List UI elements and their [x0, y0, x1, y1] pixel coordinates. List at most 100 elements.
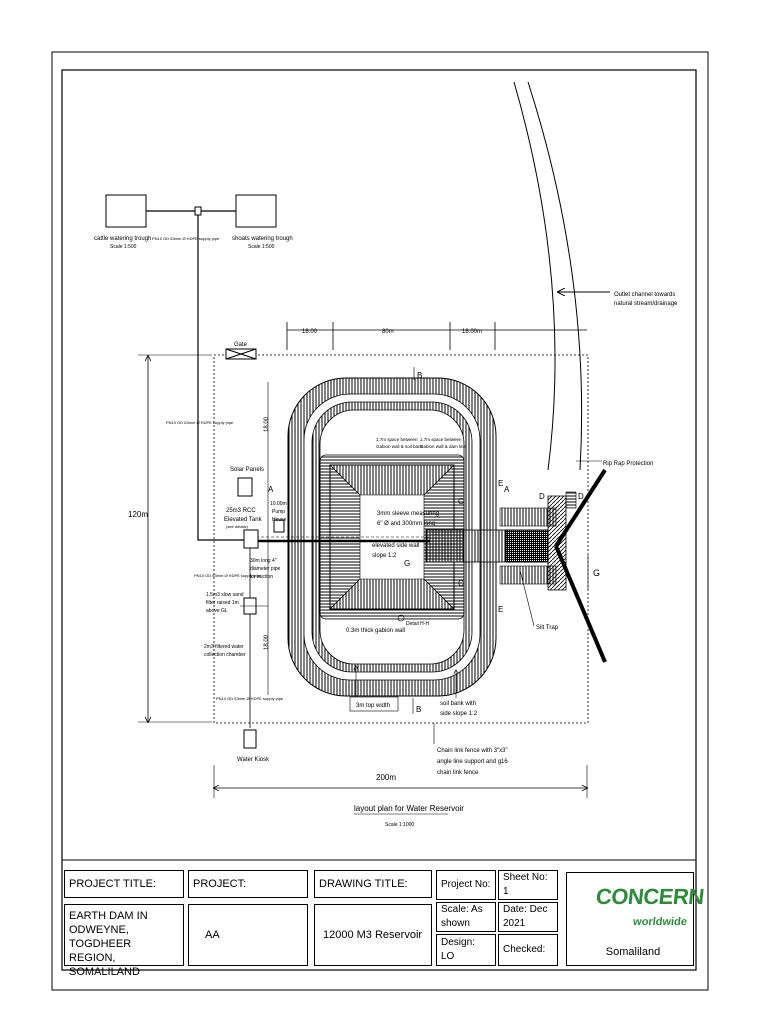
- water-kiosk: [243, 729, 257, 749]
- project-title-line-2: TOGDHEER REGION,: [69, 938, 132, 964]
- section-b-bottom: B: [416, 705, 421, 714]
- dim-18-right: 18.00m: [462, 329, 482, 335]
- dim-18-vert-bottom: 18.00: [264, 634, 270, 650]
- elevated-note-2: slope 1:2: [372, 553, 397, 559]
- project-label: PROJECT:: [188, 870, 308, 898]
- section-b-top: B: [417, 371, 422, 380]
- concern-logo: CONCERN: [594, 884, 706, 909]
- chamber-note-1: 2m3 filtered water: [204, 644, 244, 650]
- supply-pipe: [197, 215, 248, 541]
- chamber-note-2: collection chamber: [204, 652, 246, 658]
- concern-logo-sub: worldwide: [632, 916, 688, 928]
- drawing-title-value: 12000 M3 Reservoir: [314, 904, 432, 966]
- section-a-left: A: [268, 485, 274, 494]
- shoats-trough-label: shoats watering trough: [232, 236, 293, 242]
- section-c-top: C: [458, 497, 464, 506]
- section-e-bottom: E: [498, 605, 503, 614]
- sleeve-note-2: 6" Ø and 300mm long: [377, 521, 435, 527]
- solar-panels: [237, 477, 253, 497]
- pipe-4in-1: 30m long 4": [250, 558, 277, 564]
- fence-note-3: chain link fence: [437, 770, 479, 776]
- top-width-label: 3m top width: [356, 703, 390, 709]
- project-title-label: PROJECT TITLE:: [64, 870, 184, 898]
- project-no: Project No:: [436, 870, 496, 900]
- date: Date: Dec 2021: [498, 902, 558, 932]
- gabion-wall-label: 0.3m thick gabion wall: [346, 628, 405, 634]
- valve-box: [194, 206, 202, 216]
- shoats-trough-scale: Scale 1:500: [248, 244, 275, 250]
- riprap-label: Rip Rap Protection: [603, 461, 653, 467]
- layout-scale: Scale 1:1000: [385, 822, 414, 828]
- wing-wall-bottom: [554, 545, 607, 663]
- fence-note-2: angle line support and g16: [437, 759, 508, 765]
- section-c-bottom: C: [458, 579, 464, 588]
- cattle-trough: [105, 194, 147, 228]
- outlet-channel-label-1: Outlet channel towards: [614, 292, 675, 298]
- project-title-line-3: SOMALILAND: [69, 966, 140, 978]
- filter-note-2: filter raised 1m: [206, 600, 239, 606]
- tank-note: (see details): [226, 524, 248, 529]
- project-value: AA: [188, 904, 308, 966]
- checked: Checked:: [498, 934, 558, 966]
- section-d-left: D: [539, 492, 545, 501]
- section-g-right: G: [593, 568, 600, 578]
- gate-label: Gate: [234, 342, 248, 348]
- design: Design: LO: [436, 934, 496, 966]
- gabion-note-4: Gabion wall & dam line: [420, 444, 467, 449]
- wing-wall-top: [554, 468, 607, 548]
- section-d-right: D: [578, 492, 584, 501]
- logo-box: [566, 872, 694, 966]
- elevated-tank: [243, 529, 259, 549]
- scale: Scale: As shown: [436, 902, 496, 932]
- silt-trap: [505, 529, 549, 563]
- pump-label-1: 10.00m: [270, 501, 287, 507]
- gabion-note-1: 1.7m space between: [376, 437, 418, 442]
- kiosk-label: Water Kiosk: [237, 757, 270, 763]
- top-width-box: [349, 696, 399, 712]
- silt-trap-label: Silt Trap: [536, 625, 559, 631]
- pump-label-3: House: [272, 517, 287, 523]
- dim-18-left: 18.00: [302, 329, 318, 335]
- pipe-2in-note: PN10 OD 63mm Ø HDPE supply pipe: [216, 696, 284, 701]
- dim-18-vert-top: 18.00: [264, 416, 270, 432]
- tank-label-2: Elevated Tank: [224, 517, 263, 523]
- outlet-channel: [513, 81, 556, 471]
- pipe-4in-3: for suction: [250, 574, 273, 580]
- layout-title: layout plan for Water Reservoir: [354, 804, 464, 813]
- sheet-no: Sheet No: 1: [498, 870, 558, 900]
- site-fence: [213, 354, 589, 724]
- cattle-trough-scale: Scale 1:500: [110, 244, 137, 250]
- pipe-note-top: PN10 OD 63mm Ø HDPE supply pipe: [152, 236, 220, 241]
- soil-bank-label-1: soil bank with: [440, 701, 476, 707]
- gabion-note-2: Gabion wall & soil bank: [376, 444, 424, 449]
- soil-bank-label-2: side slope 1:2: [440, 711, 478, 717]
- pipe-note-mid: PN10 OD 63mm Ø HDPE supply pipe: [166, 420, 234, 425]
- inner-border: [61, 69, 697, 971]
- pipe-4in-2: diameter pipe: [250, 566, 281, 572]
- project-title-line-1: EARTH DAM IN ODWEYNE,: [69, 910, 148, 936]
- section-g-inner: G: [404, 559, 410, 568]
- outer-border: [51, 51, 709, 991]
- shoats-trough: [235, 194, 277, 228]
- pipe-note-left: PN10 OD 63mm Ø HDPE supply pipe: [194, 573, 262, 578]
- logo-region: Somaliland: [605, 946, 661, 958]
- detail-hh: Detail H-H: [406, 621, 429, 627]
- solar-panels-label: Solar Panels: [230, 467, 264, 473]
- cattle-trough-label: cattle watering trough: [94, 236, 151, 242]
- outlet-channel-label-2: natural stream/drainage: [614, 301, 678, 307]
- fence-note-1: Chain link fence with 3"x3": [437, 748, 508, 754]
- section-e-top: E: [498, 479, 503, 488]
- dim-200: 200m: [376, 773, 396, 782]
- tank-label-1: 25m3 RCC: [226, 508, 256, 514]
- filter-note-1: 1.5m3 slow sand: [206, 592, 244, 598]
- inlet-channel: [425, 529, 507, 563]
- drawing-title-label: DRAWING TITLE:: [314, 870, 432, 898]
- pump-house: [273, 519, 285, 533]
- dim-120: 120m: [128, 510, 148, 519]
- pump-label-2: Pump: [272, 509, 285, 515]
- section-a-right: A: [504, 485, 510, 494]
- dim-80: 80m: [382, 329, 394, 335]
- filter-note-3: above GL: [206, 608, 228, 614]
- gabion-note-3: 1.7m space between: [420, 437, 462, 442]
